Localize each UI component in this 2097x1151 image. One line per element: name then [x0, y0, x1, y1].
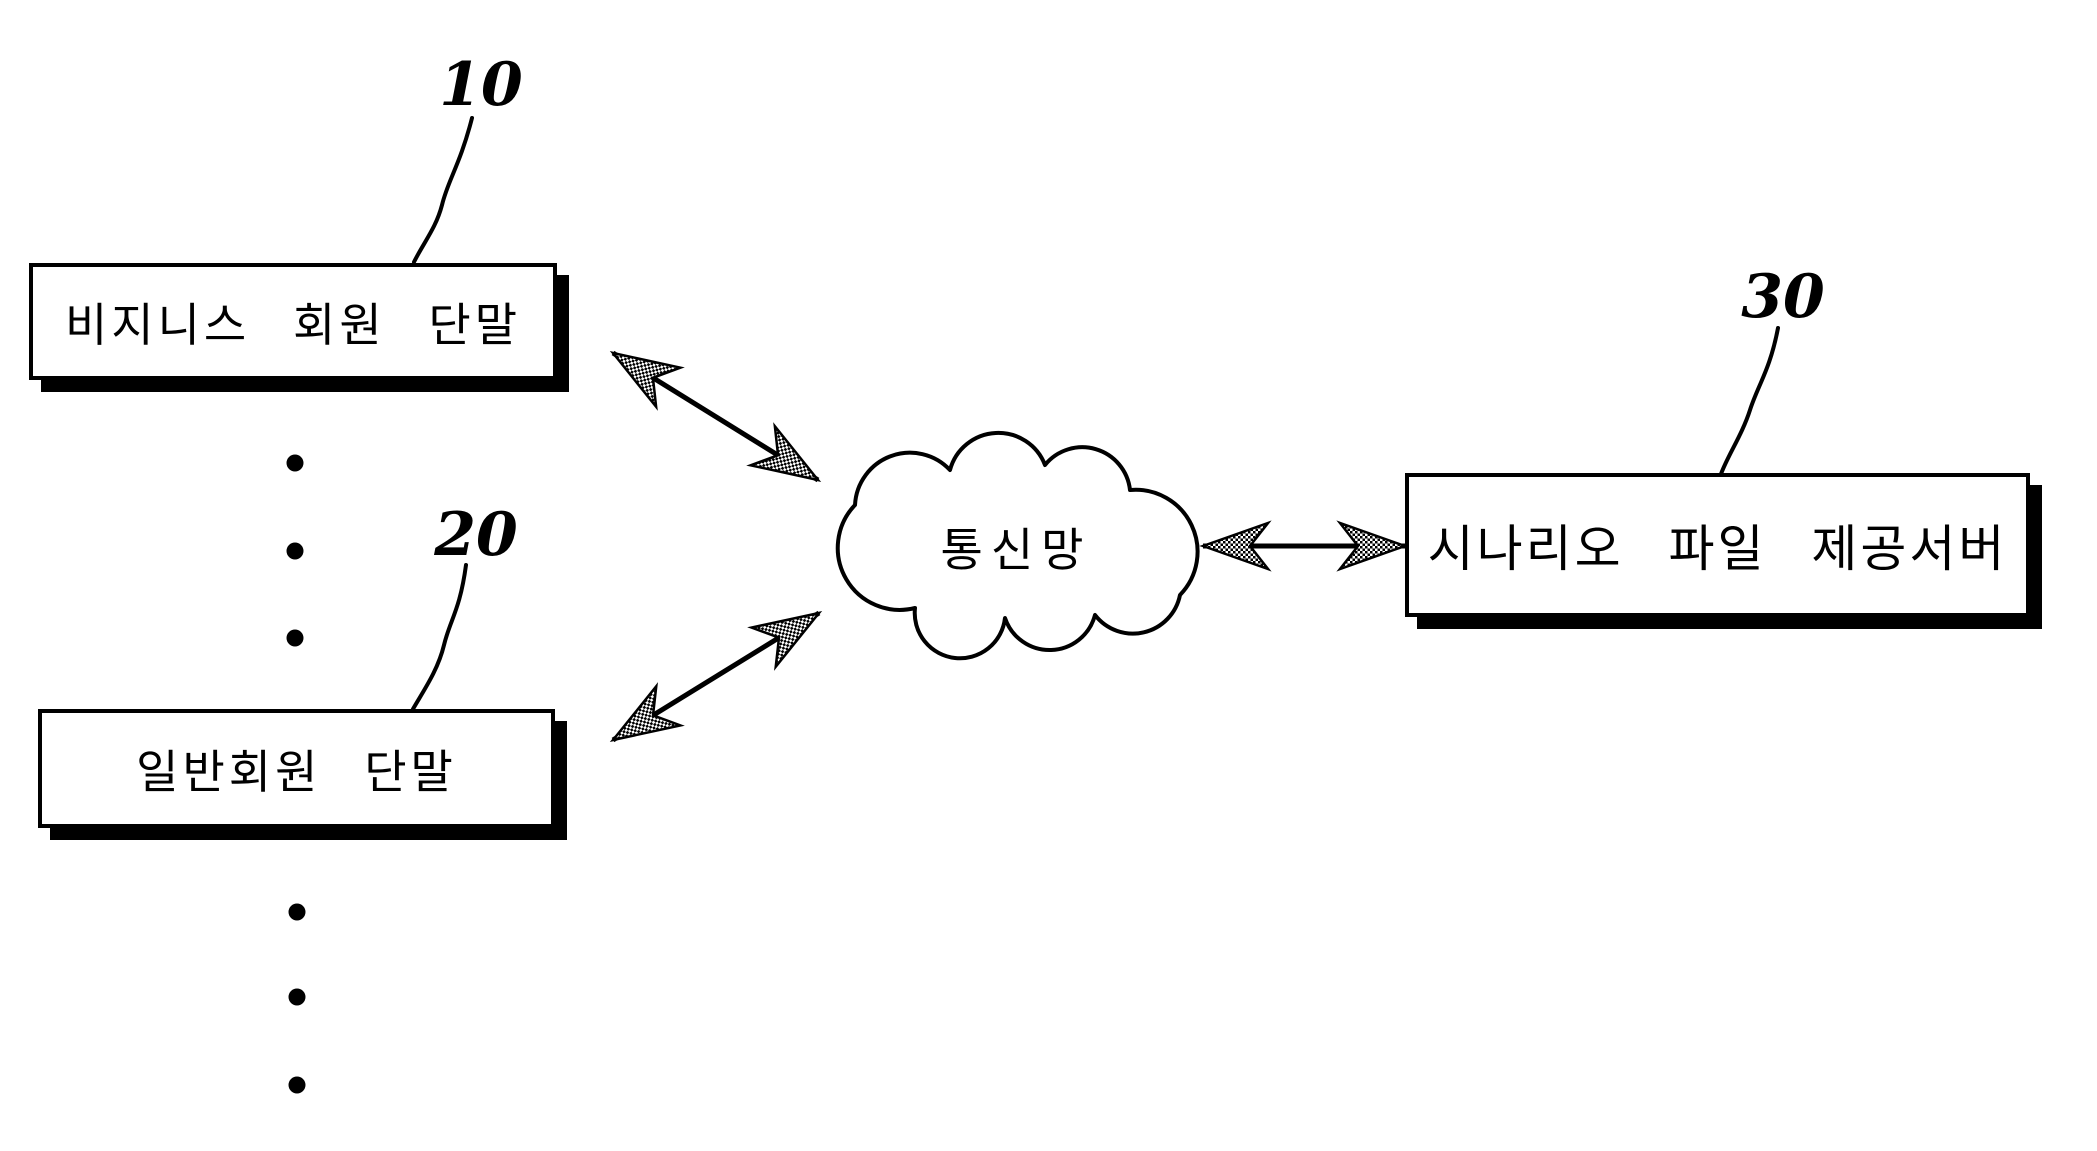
arrow-general-to-network	[599, 592, 833, 761]
network-cloud-shape	[835, 430, 1200, 661]
arrow-business-to-network	[599, 332, 832, 501]
ellipsis-dots-below-general-terminal	[288, 903, 306, 1094]
arrow-network-to-server	[1201, 521, 1407, 571]
node-general-member-terminal: 일반회원 단말	[38, 709, 555, 828]
business-member-terminal-label: 비지니스 회원 단말	[64, 298, 522, 351]
ellipsis-dots-between-terminals	[286, 454, 304, 647]
ref-label-20: 20	[434, 500, 518, 570]
node-scenario-file-server: 시나리오 파일 제공서버	[1405, 473, 2030, 617]
ref-label-10: 10	[439, 50, 523, 120]
general-member-terminal-label: 일반회원 단말	[136, 745, 457, 798]
network-cloud-label: 통신망	[940, 524, 1092, 576]
leader-line-20	[411, 563, 468, 711]
node-business-member-terminal: 비지니스 회원 단말	[29, 263, 557, 380]
leader-line-10	[412, 116, 474, 264]
scenario-file-server-label: 시나리오 파일 제공서버	[1427, 521, 2008, 577]
leader-line-30	[1719, 326, 1780, 476]
ref-label-30: 30	[1741, 262, 1825, 332]
